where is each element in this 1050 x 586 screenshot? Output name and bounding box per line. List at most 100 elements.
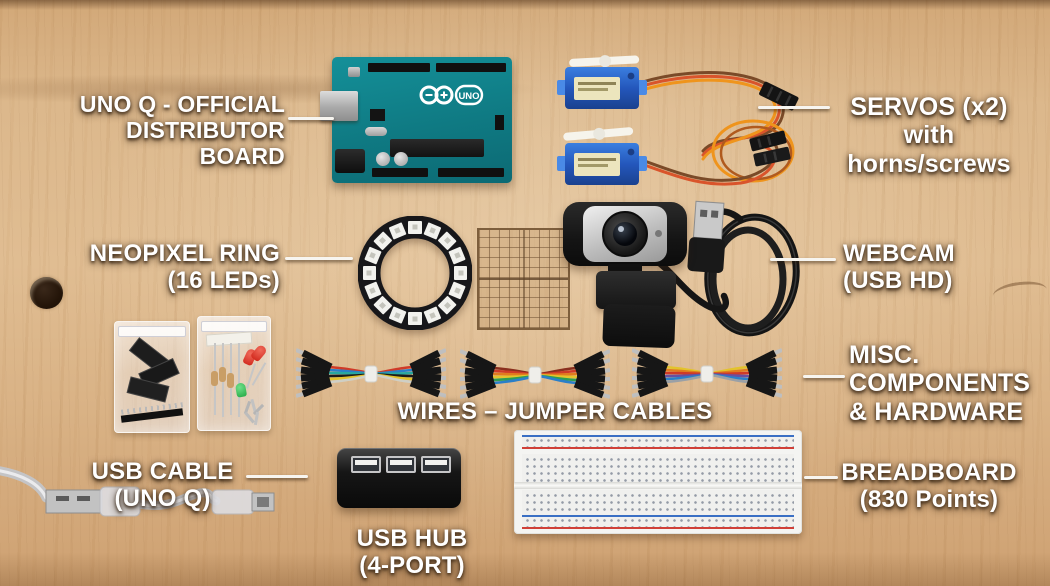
- icsp-pins: [495, 115, 504, 130]
- label-uno-board: UNO Q - OFFICIAL DISTRIBUTOR BOARD: [35, 91, 285, 169]
- leader-misc: [803, 375, 845, 378]
- label-misc: MISC. COMPONENTS & HARDWARE: [849, 341, 1044, 426]
- arduino-uno-board: UNO: [320, 57, 512, 183]
- leader-breadboard: [804, 476, 838, 479]
- neopixel-ring: [358, 216, 472, 330]
- usb-a-connector: [687, 200, 726, 274]
- servo-connector: [759, 81, 799, 111]
- capacitor: [376, 152, 390, 166]
- rail-blue-line: [522, 515, 794, 517]
- screw: [253, 411, 260, 426]
- webcam-cable: [648, 200, 800, 337]
- webcam-clip-upper: [596, 271, 676, 309]
- label-breadboard-line1: BREADBOARD: [841, 459, 1017, 486]
- grid-plate: [477, 228, 570, 330]
- label-wires: WIRES – JUMPER CABLES: [395, 398, 715, 425]
- usb-port-3: [421, 456, 451, 473]
- jumper-bundle-3: [632, 348, 782, 398]
- leader-neopixel: [285, 257, 353, 260]
- grid-plate-axis: [523, 230, 525, 328]
- webcam-hinge: [608, 264, 642, 273]
- webcam-lens-glass: [613, 222, 637, 246]
- servo-horn: [569, 55, 640, 68]
- label-misc-line1: MISC.: [849, 341, 920, 369]
- webcam: [563, 202, 687, 266]
- header-pins: [368, 63, 430, 72]
- label-wires-line1: WIRES – JUMPER CABLES: [397, 398, 713, 425]
- breadboard-block-top: [522, 454, 794, 482]
- label-breadboard-line2: (830 Points): [859, 486, 999, 514]
- usb-port: [320, 91, 358, 121]
- rail-red-line: [522, 447, 794, 449]
- label-servos-line1: SERVOS (x2): [850, 93, 1008, 121]
- webcam-lens-glint: [618, 226, 624, 232]
- label-usb-cable: USB CABLE (UNO Q): [85, 458, 240, 512]
- label-usb-hub-line2: (4-PORT): [359, 552, 465, 580]
- reset-button: [348, 67, 360, 77]
- resistor-lead: [238, 343, 240, 417]
- header-pins: [372, 168, 428, 177]
- led-green: [234, 382, 248, 398]
- usb-hub: [337, 448, 461, 508]
- servo-connector: [749, 130, 787, 152]
- resistor-body: [227, 373, 234, 388]
- capacitor: [394, 152, 408, 166]
- label-breadboard: BREADBOARD (830 Points): [840, 459, 1018, 513]
- components-bag-ics: [114, 321, 190, 433]
- label-usb-hub-line1: USB HUB: [356, 525, 468, 552]
- usb-b-plug: [211, 489, 275, 515]
- breadboard-bottom-rail: [522, 515, 794, 529]
- label-servos: SERVOS (x2) with horns/screws: [833, 93, 1025, 178]
- label-misc-line2: COMPONENTS: [849, 369, 1031, 398]
- label-usb-cable-line2: (UNO Q): [114, 485, 211, 513]
- label-neopixel: NEOPIXEL RING (16 LEDs): [70, 240, 280, 294]
- usb-port-2: [386, 456, 416, 473]
- webcam-logo-dot: [655, 230, 662, 237]
- power-jack: [335, 149, 365, 173]
- leader-usb-cable: [246, 475, 308, 478]
- wood-grain-top: [0, 0, 1050, 10]
- leader-webcam: [770, 258, 836, 261]
- label-uno-board-line1: UNO Q - OFFICIAL: [79, 91, 285, 117]
- resistor-body: [211, 371, 218, 386]
- jumper-bundle-1: [296, 348, 446, 398]
- wood-grain-bottom: [0, 552, 1050, 586]
- components-bag-leds: [197, 316, 271, 431]
- label-usb-hub: USB HUB (4-PORT): [342, 525, 482, 579]
- breadboard-groove: [514, 482, 802, 489]
- label-misc-line3: & HARDWARE: [849, 397, 1024, 426]
- servo-body: [557, 143, 647, 185]
- jumper-bundle-2: [460, 349, 610, 399]
- header-pins: [436, 63, 506, 72]
- label-neopixel-line2: (16 LEDs): [167, 267, 280, 295]
- crystal-oscillator: [365, 127, 387, 136]
- arduino-logo: UNO: [419, 84, 484, 106]
- rail-red-line: [522, 527, 794, 529]
- svg-text:UNO: UNO: [458, 91, 479, 102]
- resistor-body: [219, 367, 226, 382]
- table-hole: [30, 277, 63, 309]
- label-uno-board-line2: DISTRIBUTOR BOARD: [126, 116, 285, 169]
- label-webcam: WEBCAM (USB HD): [843, 240, 1023, 294]
- mcu-chip: [390, 139, 484, 157]
- small-chip: [370, 109, 385, 121]
- usb-cable: [0, 466, 275, 517]
- label-webcam-line1: WEBCAM: [843, 240, 955, 267]
- rail-blue-line: [522, 435, 794, 437]
- breadboard: [514, 430, 802, 534]
- servo-motors: [557, 55, 799, 186]
- breadboard-block-bottom: [522, 490, 794, 518]
- paper-strip: [205, 331, 253, 347]
- label-webcam-line2: (USB HD): [843, 267, 953, 295]
- neopixel-leds: [363, 221, 467, 325]
- servo-connector: [753, 146, 791, 167]
- usb-port-1: [351, 456, 381, 473]
- leader-servos: [758, 106, 830, 109]
- usb-a-plug: [45, 486, 141, 517]
- header-pins: [438, 168, 504, 177]
- label-servos-line2: with horns/screws: [847, 121, 1011, 178]
- breadboard-top-rail: [522, 435, 794, 449]
- webcam-clip-lower: [602, 303, 676, 349]
- leader-uno-board: [288, 117, 334, 120]
